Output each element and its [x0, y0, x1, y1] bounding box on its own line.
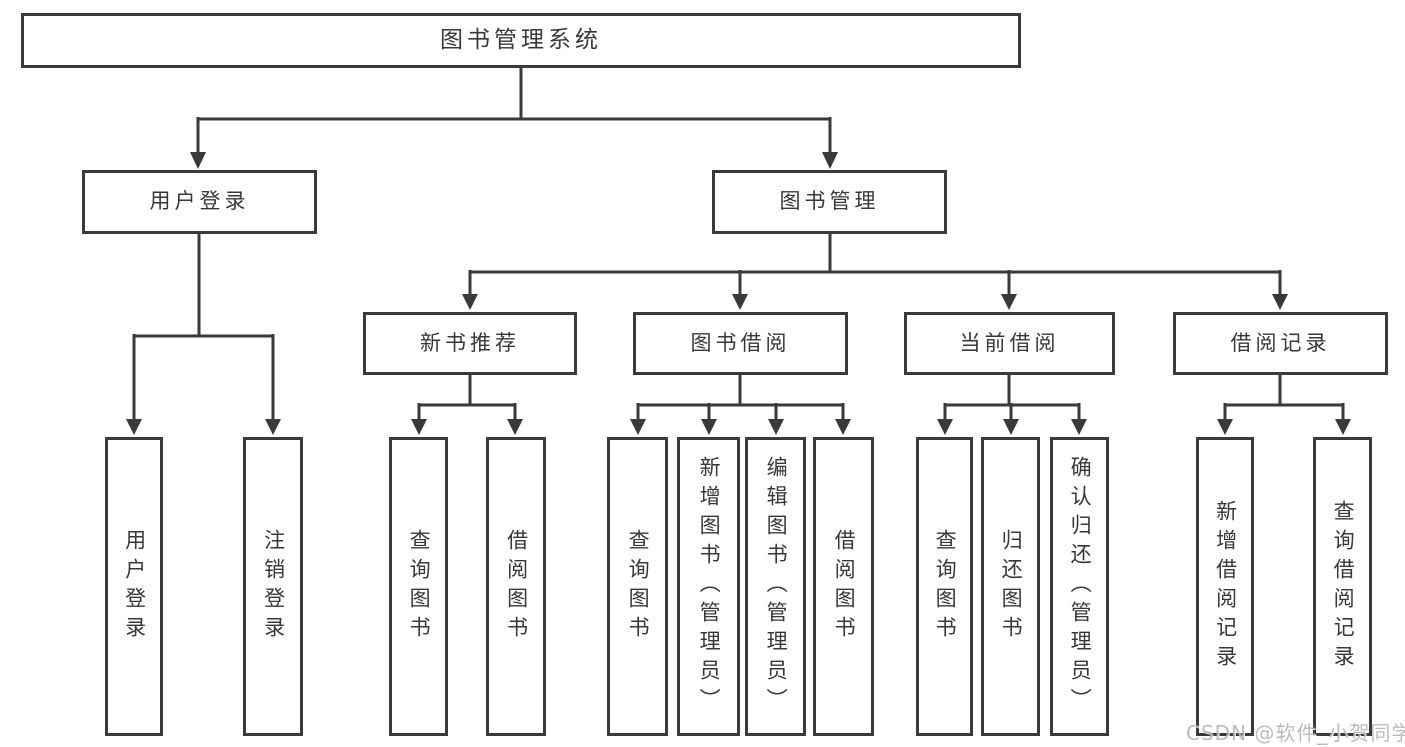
leaf-confirm-return-admin: 确认归还（管理员） [1050, 437, 1109, 736]
leaf-query-books-current: 查询图书 [916, 437, 973, 736]
leaf-query-books-recommend: 查询图书 [389, 437, 448, 736]
arrowheads [126, 152, 1351, 435]
node-user-login: 用户登录 [82, 170, 317, 234]
leaf-logout-login: 注销登录 [243, 437, 303, 736]
connector-records-to-leaves [1223, 375, 1345, 420]
leaf-query-books-borrow: 查询图书 [607, 437, 668, 736]
leaf-add-books-admin: 新增图书（管理员） [677, 437, 740, 736]
leaf-user-login: 用户登录 [105, 437, 163, 736]
leaf-add-borrow-record: 新增借阅记录 [1196, 437, 1254, 736]
node-new-book-recommend: 新书推荐 [363, 312, 577, 375]
node-book-borrowing: 图书借阅 [633, 312, 848, 375]
node-book-management: 图书管理 [712, 170, 947, 234]
leaf-query-borrow-record: 查询借阅记录 [1313, 437, 1372, 736]
connector-root-to-level2 [196, 68, 832, 153]
leaf-borrow-books-recommend: 借阅图书 [486, 437, 546, 736]
watermark: CSDN @软件_小贺同学 [1186, 721, 1405, 745]
connector-userlogin-to-leaves [132, 234, 275, 420]
leaf-edit-books-admin: 编辑图书（管理员） [745, 437, 806, 736]
connector-borrow-to-leaves [636, 375, 845, 420]
connector-current-to-leaves [943, 375, 1081, 420]
leaf-return-books: 归还图书 [981, 437, 1040, 736]
node-current-borrowing: 当前借阅 [904, 312, 1115, 375]
connector-bookmgmt-to-level3 [468, 234, 1282, 296]
node-library-system: 图书管理系统 [21, 13, 1021, 68]
connector-recommend-to-leaves [417, 375, 517, 420]
leaf-borrow-books: 借阅图书 [813, 437, 874, 736]
node-borrowing-records: 借阅记录 [1173, 312, 1388, 375]
